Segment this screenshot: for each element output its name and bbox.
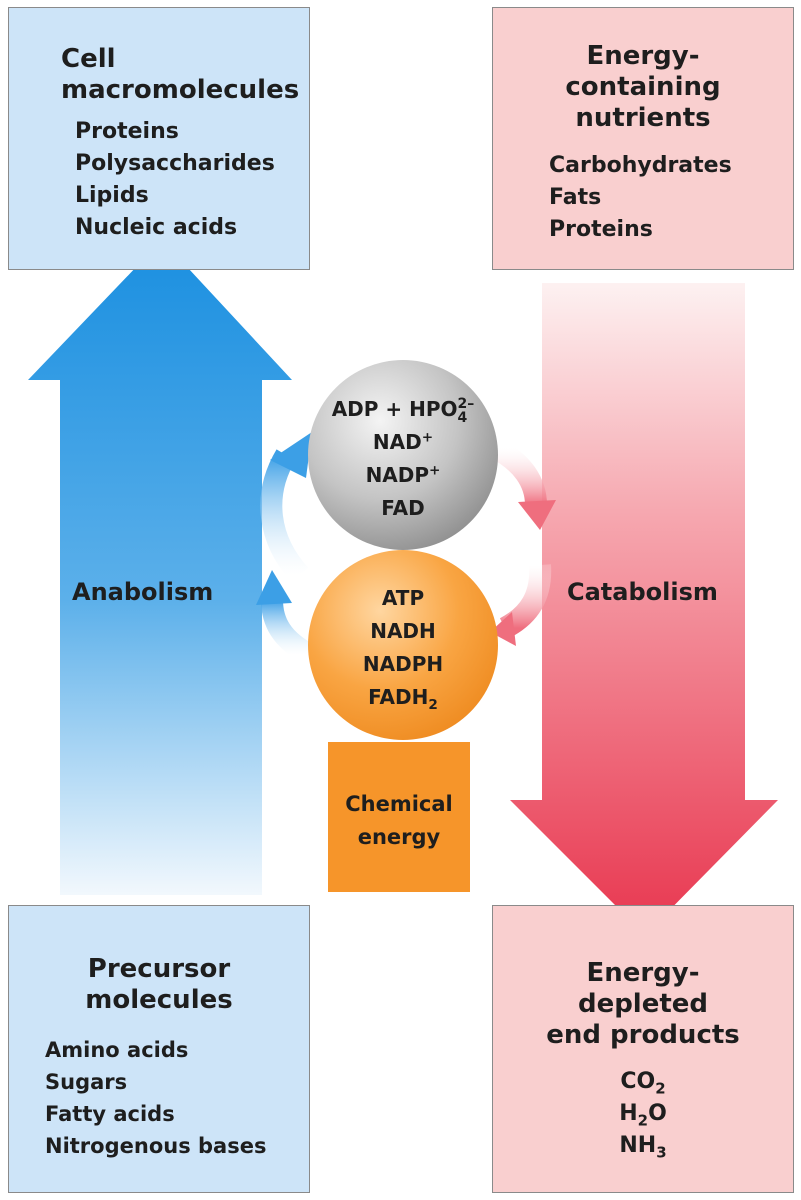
precursor-molecules-list: Amino acids Sugars Fatty acids Nitrogeno… [45,1034,266,1162]
nadh-label: NADH [370,619,436,643]
atp-label: ATP [381,586,425,610]
energy-containing-nutrients-list: Carbohydrates Fats Proteins [549,150,732,246]
list-item: Nucleic acids [75,215,238,240]
end-products-list: CO2 H2O NH3 [493,1066,793,1162]
blue-curve-arrowhead-upper [270,432,312,478]
chemical-energy-line: Chemical [345,792,453,816]
cell-macromolecules-box: Cell macromolecules Proteins Polysacchar… [8,7,310,270]
energy-depleted-end-products-box: Energy- depleted end products CO2 H2O NH… [492,905,794,1193]
title-line: nutrients [575,103,711,133]
reduced-cofactor-ball [308,550,498,740]
list-item: Amino acids [45,1038,189,1062]
red-curve-arrow-upper [489,438,547,506]
title-line: containing [565,72,721,102]
energy-containing-nutrients-title: Energy- containing nutrients [493,41,793,134]
end-product-h2o: H2O [619,1101,667,1130]
list-item: Sugars [45,1070,128,1094]
title-line: Energy- [586,41,700,71]
precursor-molecules-box: Precursor molecules Amino acids Sugars F… [8,905,310,1193]
reduced-cofactor-labels: ATP NADH NADPH FADH2 [308,582,498,714]
title-line: Precursor [87,954,231,984]
nad-label: NAD+ [372,429,434,454]
precursor-molecules-title: Precursor molecules [9,954,309,1016]
list-item: Fatty acids [45,1102,175,1126]
title-line: Cell [61,44,116,74]
energy-depleted-end-products-title: Energy- depleted end products [493,958,793,1051]
anabolism-arrow [28,240,292,895]
end-product-co2: CO2 [620,1069,666,1098]
chemical-energy-line: energy [357,825,441,849]
list-item: Polysaccharides [75,151,275,176]
end-product-nh3: NH3 [619,1133,667,1162]
list-item: Carbohydrates [549,153,732,178]
cell-macromolecules-title: Cell macromolecules [61,44,299,106]
list-item: Fats [549,185,602,210]
energy-containing-nutrients-box: Energy- containing nutrients Carbohydrat… [492,7,794,270]
blue-curve-arrow-lower [261,599,316,665]
cell-macromolecules-list: Proteins Polysaccharides Lipids Nucleic … [75,116,275,244]
red-curve-arrowhead-upper [518,500,556,530]
nadp-label: NADP+ [365,462,441,487]
title-line: depleted [577,989,709,1019]
red-curve-arrowhead-lower [490,612,516,646]
list-item: Nitrogenous bases [45,1134,267,1158]
chemical-energy-label: Chemical energy [328,788,470,854]
nadph-label: NADPH [362,652,444,676]
title-line: macromolecules [61,75,300,105]
title-line: end products [546,1020,740,1050]
list-item: Proteins [75,119,179,144]
catabolism-arrow [510,283,778,935]
list-item: Proteins [549,217,653,242]
list-item: Lipids [75,183,149,208]
fad-label: FAD [381,496,425,520]
catabolism-label: Catabolism [567,578,718,606]
title-line: Energy- [586,958,700,988]
anabolism-label: Anabolism [72,578,214,606]
oxidized-cofactor-ball [308,360,498,550]
blue-curve-arrowhead-lower [256,570,292,605]
fadh2-label: FADH2 [368,685,438,713]
chemical-energy-block [328,742,470,892]
title-line: molecules [85,985,233,1015]
blue-curve-arrow-upper [260,449,309,583]
